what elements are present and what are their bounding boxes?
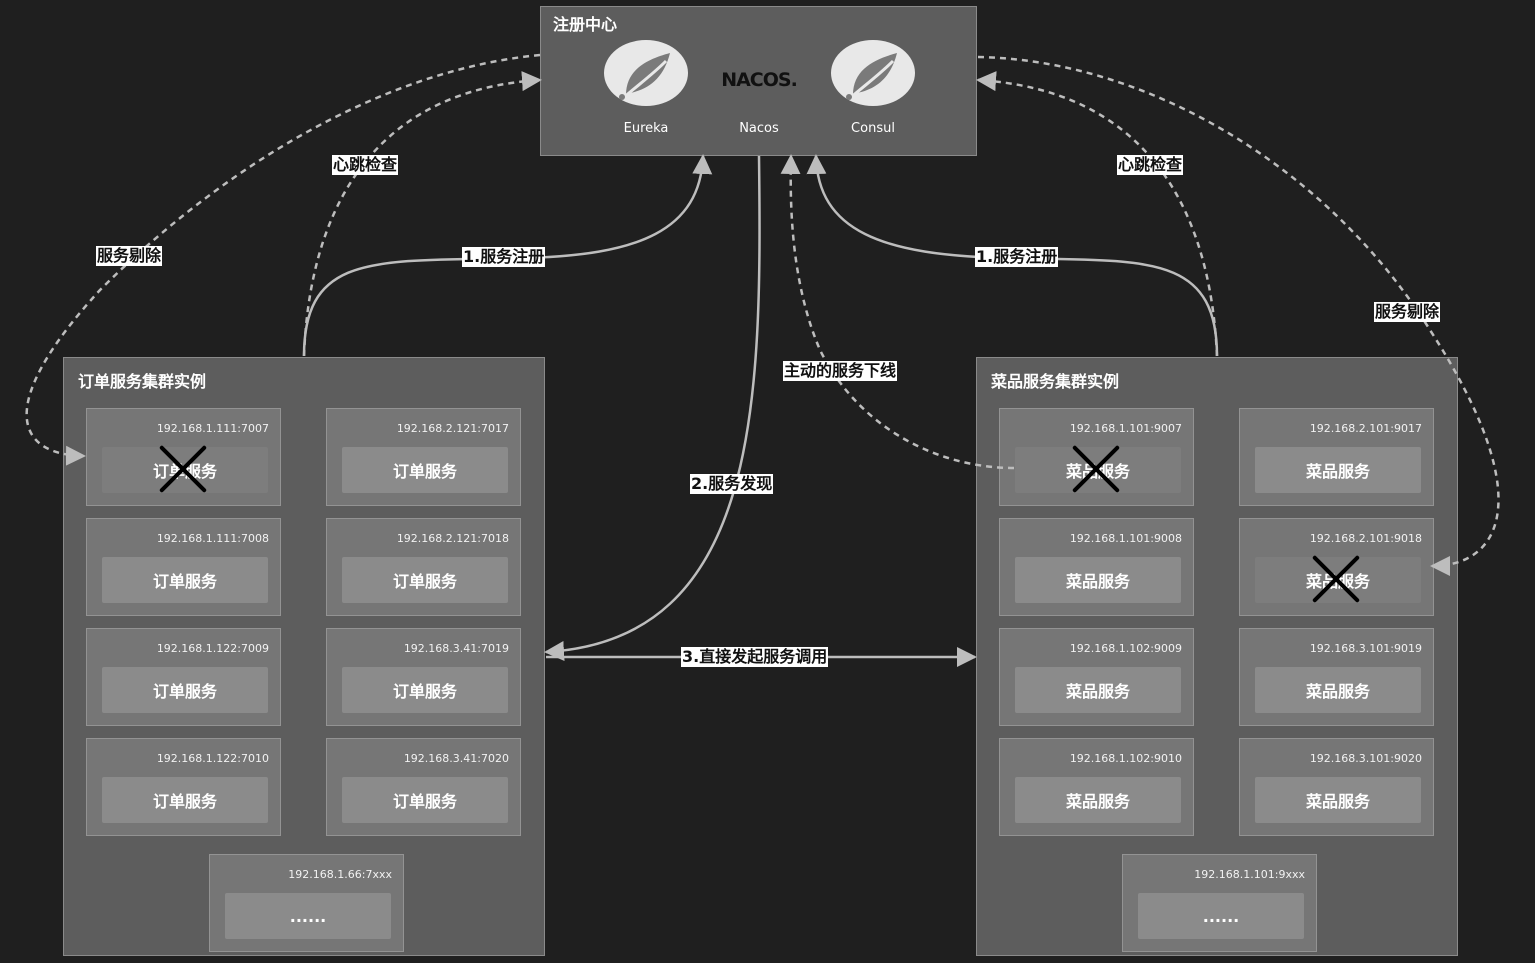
instance-service-label: ...... (225, 893, 391, 939)
label-register-right: 1.服务注册 (975, 247, 1059, 267)
spring-leaf-icon (831, 40, 915, 106)
instance-service-label: 订单服务 (342, 777, 508, 823)
instance-service-label: ...... (1138, 893, 1304, 939)
label-discovery: 2.服务发现 (690, 474, 774, 494)
heartbeat-left-arrow (302, 71, 542, 357)
label-heartbeat-right: 心跳检查 (1117, 155, 1184, 175)
instance-service-label: 菜品服务 (1015, 557, 1181, 603)
instance-service-label: 菜品服务 (1015, 777, 1181, 823)
instance-address: 192.168.1.111:7008 (156, 532, 269, 545)
label-register-left: 1.服务注册 (462, 247, 546, 267)
instance-service-label: 菜品服务 (1255, 447, 1421, 493)
order-instance-card: 192.168.1.122:7009 订单服务 (86, 628, 281, 726)
instance-address: 192.168.3.101:9019 (1309, 642, 1422, 655)
order-cluster-title: 订单服务集群实例 (78, 372, 207, 391)
nacos-logo-icon: NACOS. (721, 69, 798, 91)
registry-name-eureka: Eureka (623, 121, 669, 136)
order-instance-card: 192.168.1.122:7010 订单服务 (86, 738, 281, 836)
offline-cross-icon (155, 441, 211, 497)
instance-address: 192.168.1.122:7009 (156, 642, 269, 655)
instance-service-label: 菜品服务 (1255, 777, 1421, 823)
instance-address: 192.168.2.101:9018 (1309, 532, 1422, 545)
instance-address: 192.168.3.101:9020 (1309, 752, 1422, 765)
label-offline: 主动的服务下线 (783, 361, 898, 381)
dish-instance-card: 192.168.1.101:9xxx...... (1122, 854, 1317, 952)
registry-panel: 注册中心 Eureka NACOS. Nacos Consul (540, 6, 977, 156)
registry-name-nacos: Nacos (739, 121, 779, 136)
instance-address: 192.168.1.111:7007 (156, 422, 269, 435)
instance-service-label: 订单服务 (342, 667, 508, 713)
discovery-arrow (544, 155, 761, 661)
order-instance-card: 192.168.3.41:7020 订单服务 (326, 738, 521, 836)
instance-address: 192.168.1.102:9010 (1069, 752, 1182, 765)
instance-service-label: 订单服务 (342, 447, 508, 493)
instance-service-label: 菜品服务 (1015, 667, 1181, 713)
label-evict-right: 服务剔除 (1374, 302, 1441, 322)
dish-instance-card: 192.168.1.102:9010 菜品服务 (999, 738, 1194, 836)
instance-address: 192.168.1.122:7010 (156, 752, 269, 765)
instance-address: 192.168.3.41:7020 (403, 752, 509, 765)
instance-address: 192.168.1.101:9xxx (1194, 868, 1305, 881)
instance-service-label: 菜品服务 (1255, 667, 1421, 713)
order-instance-card: 192.168.2.121:7017 订单服务 (326, 408, 521, 506)
instance-service-label: 订单服务 (342, 557, 508, 603)
registry-title: 注册中心 (553, 15, 618, 34)
order-instance-card: 192.168.1.111:7008 订单服务 (86, 518, 281, 616)
registry-name-consul: Consul (851, 121, 895, 136)
instance-address: 192.168.2.121:7017 (396, 422, 509, 435)
instance-service-label: 订单服务 (102, 777, 268, 823)
offline-cross-icon (1308, 551, 1364, 607)
label-heartbeat-left: 心跳检查 (332, 155, 399, 175)
dish-instance-card: 192.168.3.101:9019 菜品服务 (1239, 628, 1434, 726)
dish-cluster-title: 菜品服务集群实例 (991, 372, 1120, 391)
dish-instance-card: 192.168.1.101:9008 菜品服务 (999, 518, 1194, 616)
order-instance-card: 192.168.2.121:7018 订单服务 (326, 518, 521, 616)
dish-instance-card: 192.168.1.102:9009 菜品服务 (999, 628, 1194, 726)
order-instance-card: 192.168.3.41:7019 订单服务 (326, 628, 521, 726)
instance-address: 192.168.1.102:9009 (1069, 642, 1182, 655)
instance-address: 192.168.1.101:9007 (1069, 422, 1182, 435)
instance-service-label: 订单服务 (102, 557, 268, 603)
heartbeat-right-arrow (976, 71, 1219, 357)
spring-leaf-icon (604, 40, 688, 106)
instance-address: 192.168.2.121:7018 (396, 532, 509, 545)
offline-cross-icon (1068, 441, 1124, 497)
order-instance-card: 192.168.1.66:7xxx...... (209, 854, 404, 952)
instance-address: 192.168.3.41:7019 (403, 642, 509, 655)
label-evict-left: 服务剔除 (96, 246, 163, 266)
instance-address: 192.168.1.101:9008 (1069, 532, 1182, 545)
instance-address: 192.168.1.66:7xxx (288, 868, 392, 881)
label-invoke: 3.直接发起服务调用 (681, 647, 829, 667)
dish-instance-card: 192.168.3.101:9020 菜品服务 (1239, 738, 1434, 836)
instance-service-label: 订单服务 (102, 667, 268, 713)
instance-address: 192.168.2.101:9017 (1309, 422, 1422, 435)
dish-instance-card: 192.168.2.101:9017 菜品服务 (1239, 408, 1434, 506)
